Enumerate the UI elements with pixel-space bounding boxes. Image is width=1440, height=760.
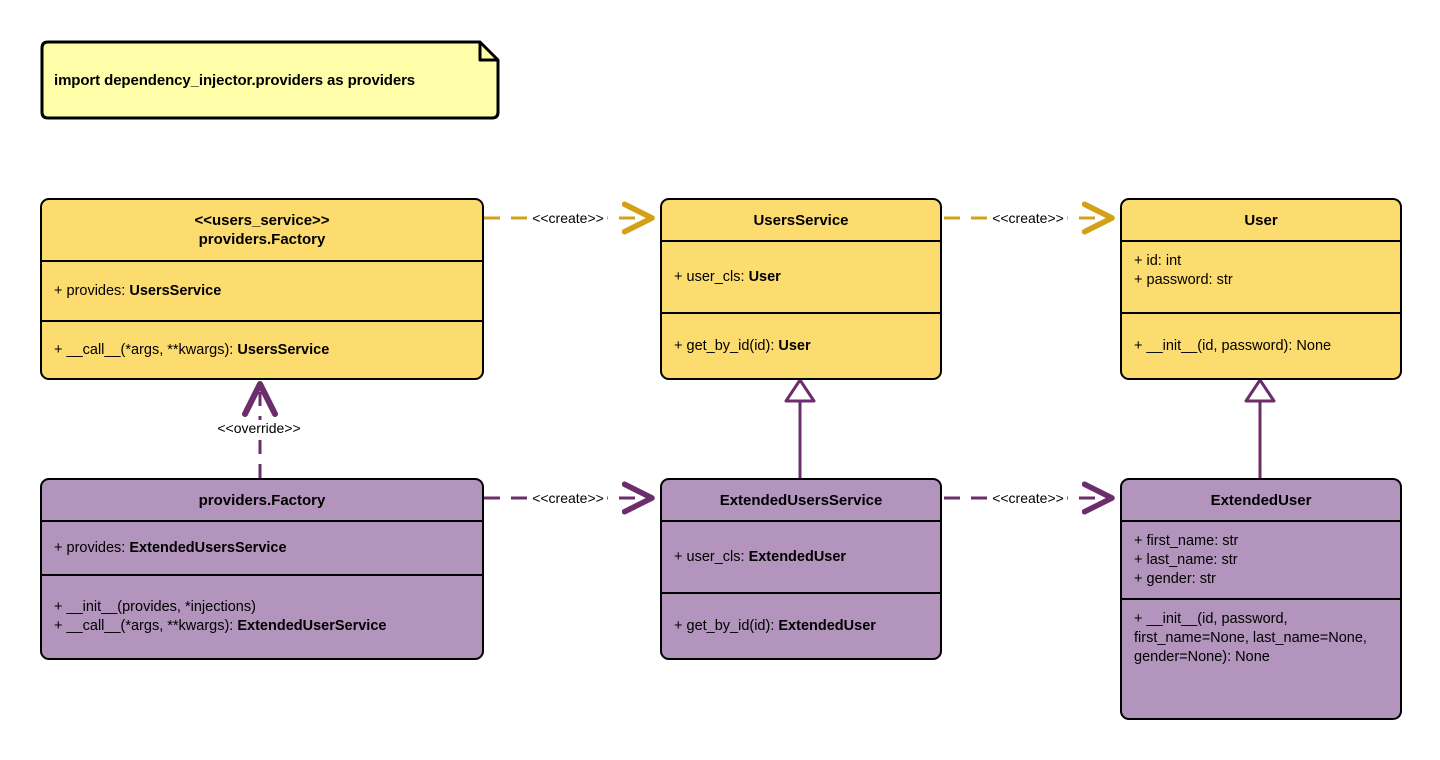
- class-member: + id: int: [1134, 253, 1182, 269]
- class-member: + get_by_id(id): User: [674, 337, 811, 354]
- class-header-users-service: UsersService: [662, 200, 940, 242]
- note-shape-icon: [40, 40, 500, 120]
- import-note-text: import dependency_injector.providers as …: [54, 71, 416, 89]
- class-member: + get_by_id(id): ExtendedUser: [674, 617, 876, 634]
- class-methods-users-service: + get_by_id(id): User: [662, 312, 940, 378]
- edge-label-create-top-left: <<create>>: [529, 210, 607, 226]
- class-attributes-users-service: + user_cls: User: [662, 242, 940, 312]
- class-member: + __call__(*args, **kwargs): UsersServic…: [54, 341, 330, 358]
- class-member: + __init__(id, password): None: [1134, 337, 1332, 354]
- class-name: ExtendedUser: [1210, 491, 1312, 509]
- class-attributes-extended-factory: + provides: ExtendedUsersService: [42, 522, 482, 574]
- class-member: + provides: UsersService: [54, 282, 222, 299]
- class-attributes-users-service-factory: + provides: UsersService: [42, 262, 482, 320]
- class-methods-extended-user: + __init__(id, password, first_name=None…: [1122, 598, 1400, 718]
- class-member: + password: str: [1134, 272, 1233, 288]
- class-box-extended-user[interactable]: ExtendedUser + first_name: str + last_na…: [1120, 478, 1402, 720]
- class-methods-users-service-factory: + __call__(*args, **kwargs): UsersServic…: [42, 320, 482, 378]
- class-member: + first_name: str: [1134, 533, 1239, 549]
- edge-generalization-service: [784, 378, 816, 478]
- class-member: + __init__(provides, *injections): [54, 599, 256, 615]
- class-member: + last_name: str: [1134, 552, 1238, 568]
- edge-label-create-bottom-right: <<create>>: [989, 490, 1067, 506]
- class-methods-user: + __init__(id, password): None: [1122, 312, 1400, 378]
- class-attributes-extended-users-service: + user_cls: ExtendedUser: [662, 522, 940, 592]
- class-header-extended-user: ExtendedUser: [1122, 480, 1400, 522]
- class-member: + user_cls: ExtendedUser: [674, 548, 847, 565]
- class-name: providers.Factory: [198, 231, 326, 248]
- class-box-extended-factory[interactable]: providers.Factory + provides: ExtendedUs…: [40, 478, 484, 660]
- class-name: ExtendedUsersService: [719, 491, 883, 509]
- class-member: + user_cls: User: [674, 268, 781, 285]
- class-stereotype: <<users_service>>: [194, 212, 330, 229]
- class-name: UsersService: [753, 211, 849, 229]
- class-header-user: User: [1122, 200, 1400, 242]
- edge-label-create-top-right: <<create>>: [989, 210, 1067, 226]
- class-member: + __call__(*args, **kwargs): ExtendedUse…: [54, 618, 387, 634]
- class-methods-extended-users-service: + get_by_id(id): ExtendedUser: [662, 592, 940, 658]
- class-methods-extended-factory: + __init__(provides, *injections) + __ca…: [42, 574, 482, 658]
- class-box-users-service-factory[interactable]: <<users_service>> providers.Factory + pr…: [40, 198, 484, 380]
- class-name: providers.Factory: [198, 491, 326, 509]
- class-member: + __init__(id, password, first_name=None…: [1134, 611, 1367, 665]
- class-header-extended-users-service: ExtendedUsersService: [662, 480, 940, 522]
- class-attributes-user: + id: int + password: str: [1122, 242, 1400, 312]
- class-box-extended-users-service[interactable]: ExtendedUsersService + user_cls: Extende…: [660, 478, 942, 660]
- class-member: + gender: str: [1134, 571, 1216, 587]
- edge-label-override: <<override>>: [214, 420, 304, 436]
- edge-generalization-user: [1244, 378, 1276, 478]
- edge-label-create-bottom-left: <<create>>: [529, 490, 607, 506]
- class-box-user[interactable]: User + id: int + password: str + __init_…: [1120, 198, 1402, 380]
- class-name: User: [1244, 211, 1278, 229]
- class-box-users-service[interactable]: UsersService + user_cls: User + get_by_i…: [660, 198, 942, 380]
- class-header-users-service-factory: <<users_service>> providers.Factory: [42, 200, 482, 262]
- class-attributes-extended-user: + first_name: str + last_name: str + gen…: [1122, 522, 1400, 598]
- class-header-extended-factory: providers.Factory: [42, 480, 482, 522]
- class-member: + provides: ExtendedUsersService: [54, 539, 287, 556]
- import-note: import dependency_injector.providers as …: [40, 40, 500, 120]
